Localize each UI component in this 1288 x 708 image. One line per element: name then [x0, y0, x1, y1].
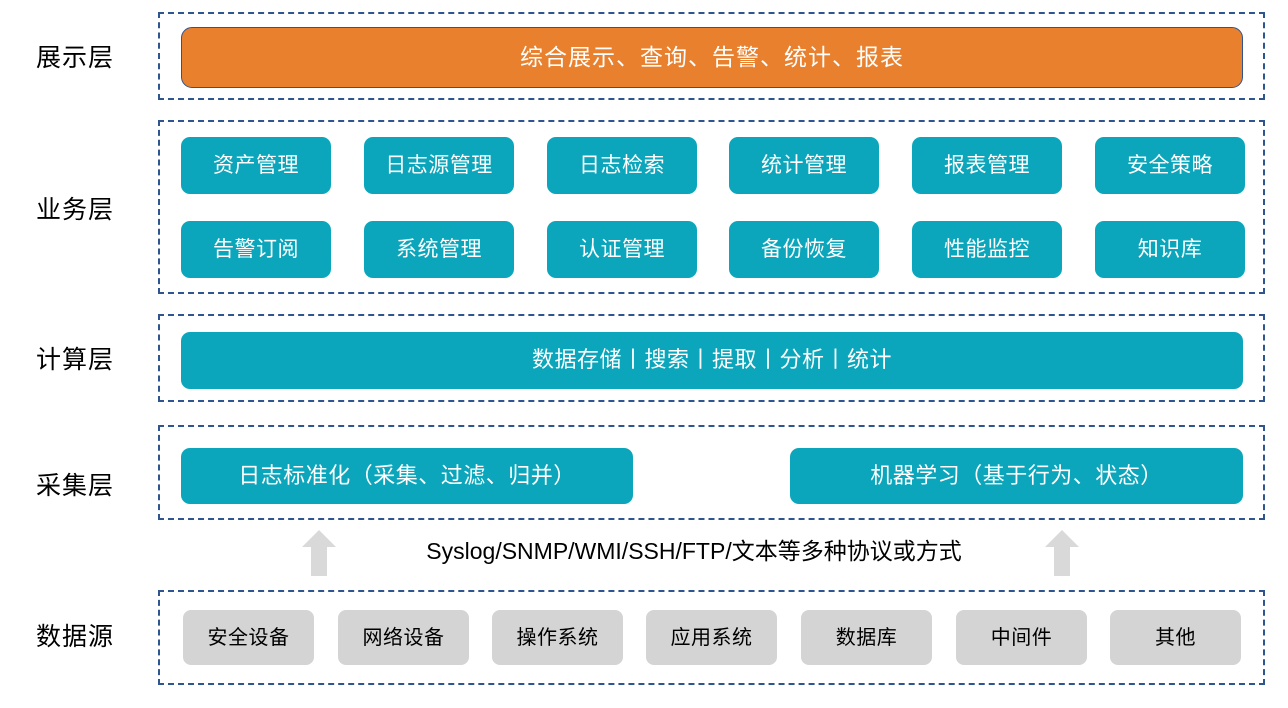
datasource-item-other[interactable]: 其他: [1110, 610, 1241, 665]
business-item-log-search[interactable]: 日志检索: [547, 137, 697, 194]
datasource-item-database[interactable]: 数据库: [801, 610, 932, 665]
arrow-up-icon-left: [302, 530, 336, 576]
collection-item-log-normalization[interactable]: 日志标准化（采集、过滤、归并）: [181, 448, 633, 504]
collection-item-machine-learning[interactable]: 机器学习（基于行为、状态）: [790, 448, 1243, 504]
collection-layer-container: [158, 425, 1265, 520]
presentation-layer-container: [158, 12, 1265, 100]
datasource-item-security-device[interactable]: 安全设备: [183, 610, 314, 665]
business-item-knowledge-base[interactable]: 知识库: [1095, 221, 1245, 278]
compute-layer-container: [158, 314, 1265, 402]
presentation-banner[interactable]: 综合展示、查询、告警、统计、报表: [181, 27, 1243, 88]
layer-label-business: 业务层: [35, 196, 114, 224]
business-item-backup-restore[interactable]: 备份恢复: [729, 221, 879, 278]
layer-label-compute: 计算层: [35, 346, 114, 374]
business-item-log-source-management[interactable]: 日志源管理: [364, 137, 514, 194]
datasource-item-application-system[interactable]: 应用系统: [646, 610, 777, 665]
datasource-item-operating-system[interactable]: 操作系统: [492, 610, 623, 665]
datasource-item-middleware[interactable]: 中间件: [956, 610, 1087, 665]
business-item-security-policy[interactable]: 安全策略: [1095, 137, 1245, 194]
datasource-layer-container: [158, 590, 1265, 685]
compute-banner[interactable]: 数据存储丨搜索丨提取丨分析丨统计: [181, 332, 1243, 389]
business-item-system-management[interactable]: 系统管理: [364, 221, 514, 278]
business-item-asset-management[interactable]: 资产管理: [181, 137, 331, 194]
arrow-up-icon-right: [1045, 530, 1079, 576]
business-item-alarm-subscription[interactable]: 告警订阅: [181, 221, 331, 278]
business-item-performance-monitoring[interactable]: 性能监控: [912, 221, 1062, 278]
business-item-authentication-management[interactable]: 认证管理: [547, 221, 697, 278]
layer-label-datasource: 数据源: [35, 623, 114, 651]
protocol-list-label: Syslog/SNMP/WMI/SSH/FTP/文本等多种协议或方式: [426, 538, 962, 564]
layer-label-collection: 采集层: [35, 472, 114, 500]
business-layer-container: [158, 120, 1265, 294]
business-item-report-management[interactable]: 报表管理: [912, 137, 1062, 194]
datasource-item-network-device[interactable]: 网络设备: [338, 610, 469, 665]
business-item-statistics-management[interactable]: 统计管理: [729, 137, 879, 194]
layer-label-presentation: 展示层: [35, 44, 114, 72]
